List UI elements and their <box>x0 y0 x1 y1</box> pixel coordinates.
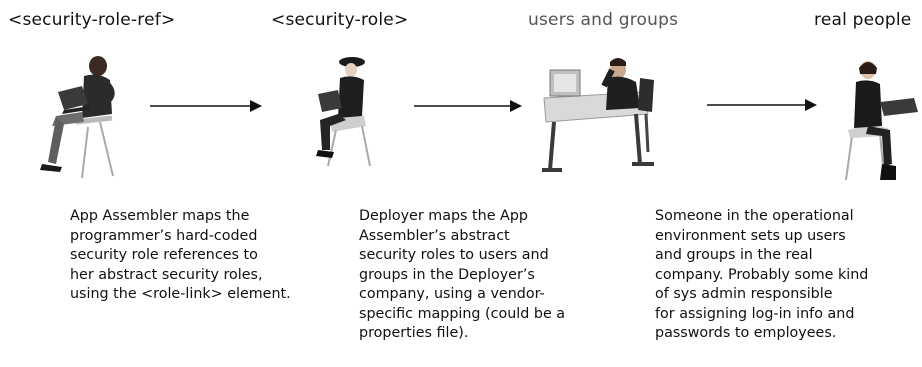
label-security-role: <security-role> <box>271 10 409 30</box>
man-with-laptop-in-chair-icon <box>40 56 115 179</box>
arrow-3-icon <box>707 99 817 111</box>
man-at-desk-on-phone-icon <box>542 58 654 172</box>
woman-with-laptop-icon <box>845 61 918 181</box>
description-operational-environment: Someone in the operational environment s… <box>655 208 869 341</box>
arrow-1-icon <box>150 100 262 112</box>
description-deployer: Deployer maps the App Assembler’s abstra… <box>359 208 566 341</box>
arrow-2-icon <box>414 100 522 112</box>
label-real-people: real people <box>814 10 912 30</box>
label-security-role-ref: <security-role-ref> <box>8 10 176 30</box>
label-users-and-groups: users and groups <box>528 10 679 30</box>
woman-in-hat-with-laptop-icon <box>316 57 371 167</box>
description-app-assembler: App Assembler maps the programmer’s hard… <box>70 208 291 302</box>
